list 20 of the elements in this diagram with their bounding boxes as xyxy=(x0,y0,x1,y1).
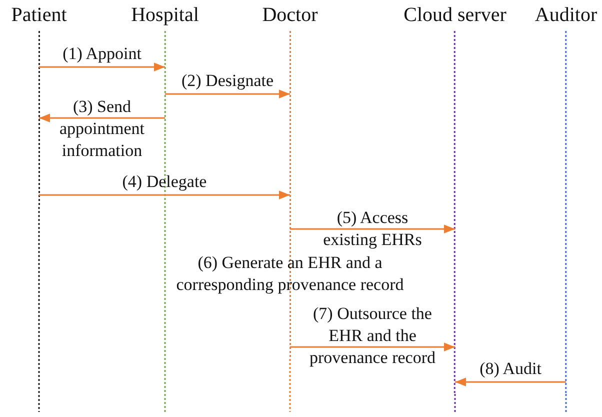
edge-label: (2) Designate xyxy=(180,70,275,92)
participant-label: Hospital xyxy=(131,3,199,28)
arrow xyxy=(39,114,165,122)
edge-label: (1) Appoint xyxy=(62,43,142,65)
note-text: (6) Generate an EHR and a corresponding provenance record xyxy=(175,252,405,296)
participant-label: Cloud server xyxy=(404,3,506,28)
arrow xyxy=(290,342,455,352)
edge-label: (4) Delegate xyxy=(121,171,208,193)
edge-label: (8) Audit xyxy=(478,358,542,380)
edge-label: (3) Send appointment information xyxy=(58,96,146,162)
participant-label: Doctor xyxy=(262,3,318,28)
arrow xyxy=(39,190,290,200)
arrow xyxy=(165,90,290,98)
arrow xyxy=(455,378,566,386)
arrow xyxy=(39,62,165,72)
edge-label: (7) Outsource the EHR and the provenance record xyxy=(308,303,436,369)
participant-label: Patient xyxy=(11,3,67,28)
participant-label: Auditor xyxy=(534,3,598,28)
arrow xyxy=(290,224,455,234)
edge-label: (5) Access existing EHRs xyxy=(322,207,423,251)
